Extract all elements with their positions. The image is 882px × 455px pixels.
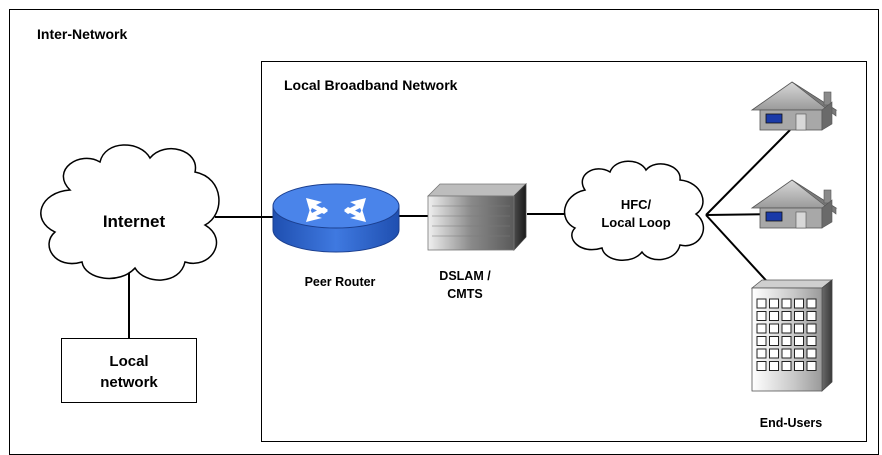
inter-network-label: Inter-Network — [37, 26, 127, 42]
building-window — [781, 298, 792, 309]
building-window — [769, 323, 779, 334]
local-network-box: Local network — [61, 338, 197, 403]
building-window — [794, 298, 804, 309]
house-icon — [750, 179, 838, 229]
peer-router: Peer Router — [272, 183, 400, 289]
local-broadband-label: Local Broadband Network — [284, 77, 458, 93]
link-hfc-house1 — [705, 129, 791, 216]
building-window — [806, 361, 817, 371]
house-icon — [750, 81, 838, 131]
peer-router-label: Peer Router — [305, 275, 376, 289]
building-window — [756, 348, 767, 359]
building-icon — [750, 279, 834, 392]
cloud-icon — [40, 144, 220, 281]
dslam-label-line1: DSLAM / — [439, 269, 491, 283]
building-window — [769, 348, 779, 359]
building-window — [769, 298, 779, 309]
building-window — [756, 323, 767, 334]
cloud-icon — [563, 160, 705, 261]
building-window — [781, 311, 792, 321]
building-window — [769, 311, 779, 321]
local-network-line1: Local — [109, 353, 148, 370]
dslam-icon — [427, 183, 527, 252]
building-window — [794, 361, 804, 371]
building-window — [806, 311, 817, 321]
building-window — [794, 336, 804, 346]
building-window — [781, 361, 792, 371]
house-middle — [750, 179, 838, 229]
hfc-label-line2: Local Loop — [601, 215, 670, 230]
end-users-label: End-Users — [760, 416, 823, 430]
building-window — [756, 298, 767, 309]
apartment-building: End-Users — [750, 279, 834, 430]
dslam-label-line2: CMTS — [447, 287, 482, 301]
building-window — [781, 323, 792, 334]
house-top — [750, 81, 838, 131]
building-window — [806, 348, 817, 359]
building-window — [756, 361, 767, 371]
building-window — [806, 323, 817, 334]
building-window — [794, 348, 804, 359]
hfc-label-line1: HFC/ — [621, 197, 652, 212]
building-window — [794, 311, 804, 321]
dslam-cmts: DSLAM / CMTS — [427, 183, 527, 301]
local-broadband-frame — [261, 61, 867, 442]
building-window — [769, 336, 779, 346]
hfc-cloud: HFC/ Local Loop — [563, 160, 705, 261]
building-window — [756, 336, 767, 346]
building-window — [781, 336, 792, 346]
building-window — [769, 361, 779, 371]
building-window — [781, 348, 792, 359]
local-network-line2: network — [100, 374, 158, 391]
building-window — [794, 323, 804, 334]
internet-label: Internet — [103, 212, 166, 231]
building-window — [806, 298, 817, 309]
link-hfc-building — [705, 214, 774, 289]
router-icon — [272, 183, 400, 253]
building-window — [756, 311, 767, 321]
building-window — [806, 336, 817, 346]
internet-cloud: Internet — [40, 144, 220, 281]
